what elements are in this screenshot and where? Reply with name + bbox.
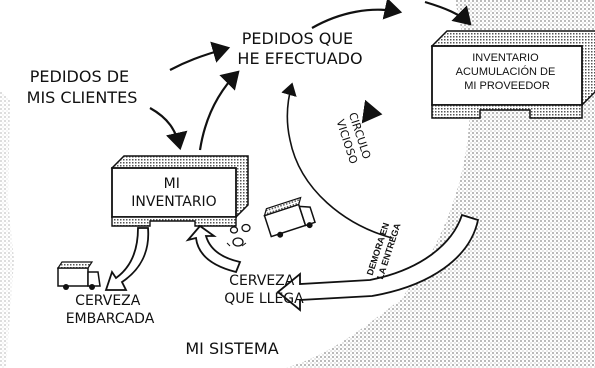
arrow-orders-to-efectuado <box>169 41 231 71</box>
delivery-truck-icon <box>56 261 101 290</box>
arrow-clientes-to-inventario <box>149 107 188 151</box>
pedidos-efectuado-label: PEDIDOS QUE HE EFECTUADO <box>237 29 362 68</box>
circulo-vicioso-label: CIRCULO VICIOSO <box>333 111 375 168</box>
arrow-efectuado-to-supplier <box>311 0 403 29</box>
cerveza-embarcada-label: CERVEZA EMBARCADA <box>66 293 155 327</box>
mi-sistema-label: MI SISTEMA <box>185 339 278 358</box>
arrow-inventario-to-orders <box>198 70 240 151</box>
outgoing-beer-arrow <box>104 227 150 291</box>
demora-label: DEMORA EN LA ENTREGA <box>365 218 403 280</box>
cerveza-llega-label: CERVEZA QUE LLEGA <box>224 273 304 307</box>
my-inventory-block: MI INVENTARIO <box>110 155 249 227</box>
vicious-circle-small-arrow <box>361 99 383 124</box>
mi-inventario-label: MI INVENTARIO <box>131 176 216 210</box>
vicious-circle-arc <box>281 82 393 239</box>
incoming-beer-arrow <box>185 224 242 274</box>
beer-truck-icon <box>263 196 316 238</box>
left-edge-shading <box>0 90 14 368</box>
beer-cans-icon <box>226 223 251 247</box>
supplier-delivery-arrow <box>276 213 480 312</box>
supplier-inventory-label: INVENTARIO ACUMULACIÓN DE MI PROVEEDOR <box>456 52 559 92</box>
supplier-inventory-block: INVENTARIO ACUMULACIÓN DE MI PROVEEDOR <box>430 30 595 119</box>
pedidos-clientes-label: PEDIDOS DE MIS CLIENTES <box>27 67 138 107</box>
arrow-into-supplier <box>424 0 472 26</box>
